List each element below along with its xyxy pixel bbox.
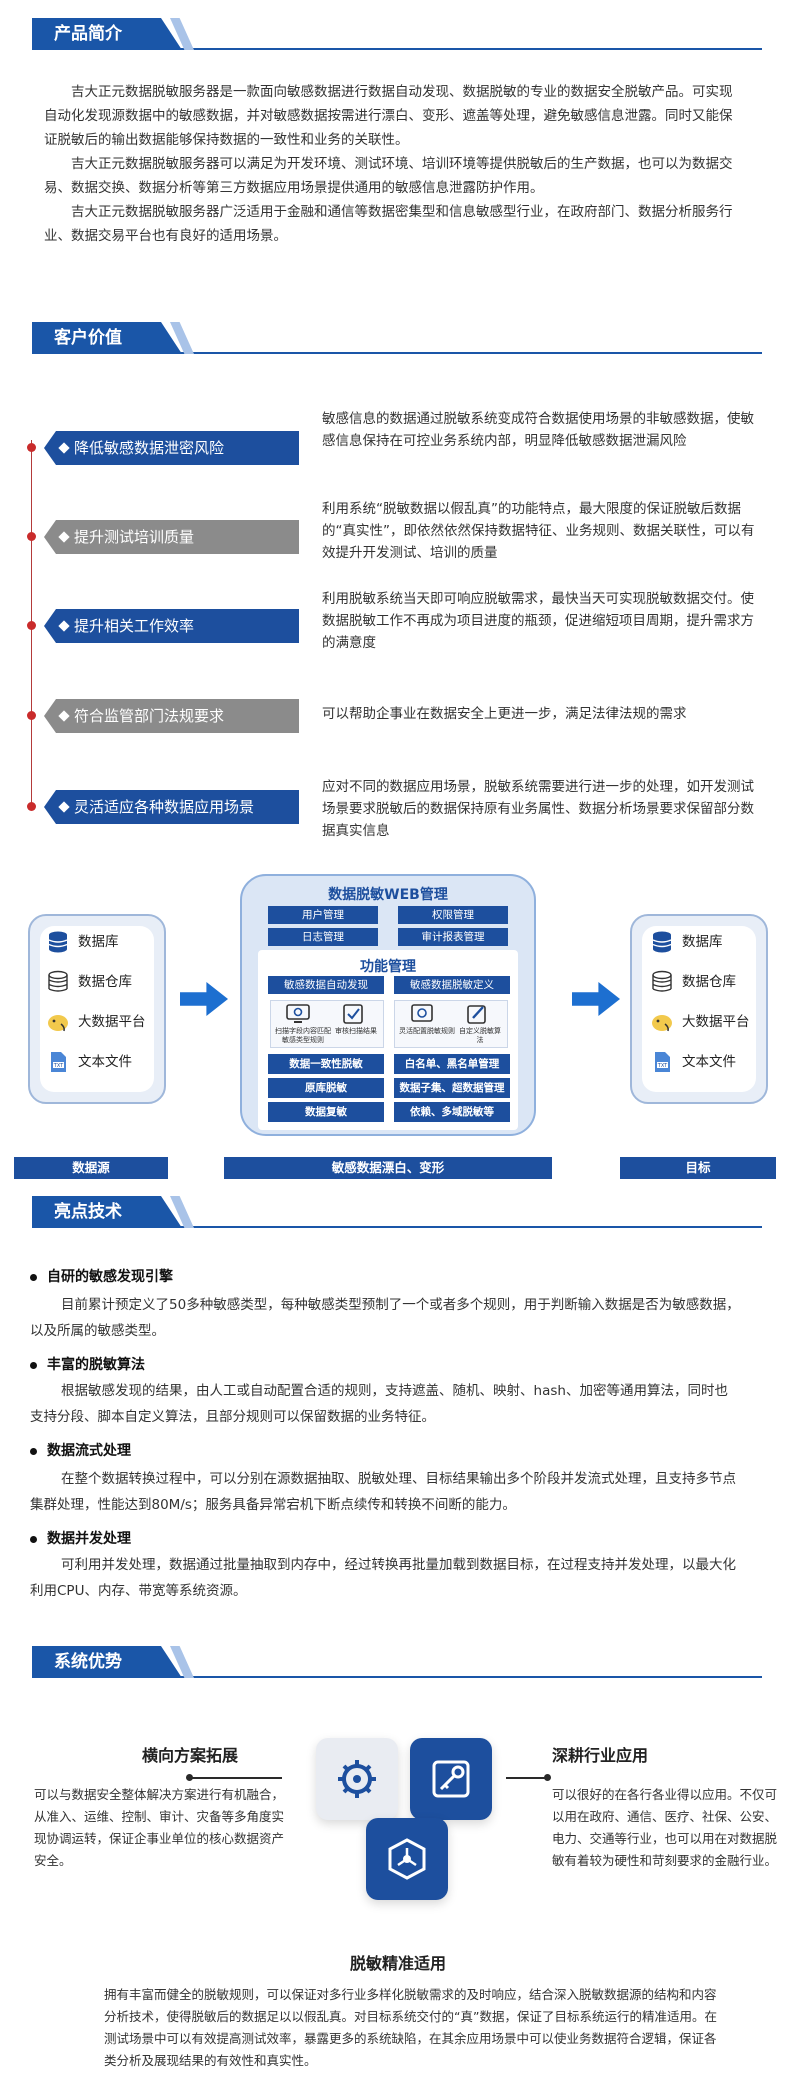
- checklist-icon: [343, 1004, 363, 1024]
- web-manage-title: 数据脱敏WEB管理: [328, 887, 448, 903]
- intro-paragraph-1: 吉大正元数据脱敏服务器是一款面向敏感数据进行数据自动发现、数据脱敏的专业的数据安…: [44, 84, 733, 148]
- source-bigdata: 大数据平台: [46, 1010, 146, 1034]
- adv-tile-target: [366, 1818, 448, 1900]
- value-tag-5: 灵活适应各种数据应用场景: [44, 790, 299, 824]
- value-desc-5: 应对不同的数据应用场景，脱敏系统需要进行进一步的处理，如开发测试场景要求脱敏后的…: [322, 779, 754, 839]
- timeline-dot: [27, 711, 36, 720]
- warehouse-icon: [652, 970, 672, 992]
- section-header-intro: 产品简介: [32, 18, 762, 50]
- flow-arrow-icon: [572, 982, 620, 1016]
- section-header-tech: 亮点技术: [32, 1196, 762, 1228]
- mask-definition-tab: 敏感数据脱敏定义: [394, 976, 510, 994]
- mask-bar: 敏感数据漂白、变形: [224, 1157, 552, 1179]
- tech-title-4: 数据并发处理: [30, 1528, 131, 1548]
- timeline-dot: [27, 802, 36, 811]
- adv-tile-gear: [316, 1738, 398, 1820]
- multi-domain-button: 依赖、多域脱敏等: [394, 1102, 510, 1122]
- source-warehouse: 数据仓库: [46, 970, 132, 994]
- target-bar: 目标: [620, 1157, 776, 1179]
- value-desc-1: 敏感信息的数据通过脱敏系统变成符合数据使用场景的非敏感数据，使敏感信息保持在可控…: [322, 411, 754, 449]
- section-header-value: 客户价值: [32, 322, 762, 354]
- section-title: 亮点技术: [32, 1196, 182, 1228]
- origin-mask-button: 原库脱敏: [268, 1078, 384, 1098]
- adv-left-text: 可以与数据安全整体解决方案进行有机融合，从准入、运维、控制、审计、灾备等多角度实…: [34, 1787, 285, 1868]
- adv-right-title: 深耕行业应用: [552, 1746, 649, 1765]
- adv-left-title: 横向方案拓展: [142, 1746, 239, 1765]
- source-database: 数据库: [46, 930, 119, 954]
- section-title: 产品简介: [32, 18, 182, 50]
- value-tag-4: 符合监管部门法规要求: [44, 699, 299, 733]
- remask-button: 数据复敏: [268, 1102, 384, 1122]
- tech-title-3: 数据流式处理: [30, 1440, 131, 1460]
- database-icon: [652, 931, 672, 953]
- audit-report-button: 审计报表管理: [398, 928, 508, 946]
- whitelist-button: 白名单、黑名单管理: [394, 1054, 510, 1074]
- target-bigdata: 大数据平台: [650, 1010, 750, 1034]
- section-title: 客户价值: [32, 322, 182, 354]
- user-manage-button: 用户管理: [268, 906, 378, 924]
- permission-manage-button: 权限管理: [398, 906, 508, 924]
- log-manage-button: 日志管理: [268, 928, 378, 946]
- warehouse-icon: [48, 970, 68, 992]
- tech-title-1: 自研的敏感发现引擎: [30, 1266, 173, 1286]
- target-warehouse: 数据仓库: [650, 970, 736, 994]
- intro-paragraph-2: 吉大正元数据脱敏服务器可以满足为开发环境、测试环境、培训环境等提供脱敏后的生产数…: [44, 156, 733, 196]
- file-icon: TXT: [655, 1052, 670, 1072]
- tech-text-1: 目前累计预定义了50多种敏感类型，每种敏感类型预制了一个或者多个规则，用于判断输…: [30, 1297, 740, 1339]
- svg-text:TXT: TXT: [53, 1063, 64, 1069]
- adv-bottom-text: 拥有丰富而健全的脱敏规则，可以保证对多行业多样化脱敏需求的及时响应，结合深入脱敏…: [104, 1987, 717, 2068]
- function-title: 功能管理: [360, 959, 416, 975]
- adv-tile-key: [410, 1738, 492, 1820]
- flow-arrow-icon: [180, 982, 228, 1016]
- timeline-dot: [27, 532, 36, 541]
- adv-bottom-title: 脱敏精准适用: [350, 1954, 447, 1973]
- subset-button: 数据子集、超数据管理: [394, 1078, 510, 1098]
- tech-title-2: 丰富的脱敏算法: [30, 1354, 145, 1374]
- key-icon: [432, 1760, 470, 1798]
- value-desc-4: 可以帮助企事业在数据安全上更进一步，满足法律法规的需求: [322, 706, 687, 722]
- edit-icon: [467, 1005, 486, 1024]
- database-icon: [48, 931, 68, 953]
- tech-text-4: 可利用并发处理，数据通过批量抽取到内存中，经过转换再批量加载到数据目标，在过程支…: [30, 1557, 737, 1599]
- tech-text-3: 在整个数据转换过程中，可以分别在源数据抽取、脱敏处理、目标结果输出多个阶段并发流…: [30, 1471, 737, 1513]
- intro-paragraph-3: 吉大正元数据脱敏服务器广泛适用于金融和通信等数据密集型和信息敏感型行业，在政府部…: [44, 204, 733, 244]
- value-desc-3: 利用脱敏系统当天即可响应脱敏需求，最快当天可实现脱敏数据交付。使数据脱敏工作不再…: [322, 591, 754, 651]
- auto-discovery-tab: 敏感数据自动发现: [268, 976, 384, 994]
- timeline-dot: [27, 621, 36, 630]
- section-header-adv: 系统优势: [32, 1646, 762, 1678]
- tech-text-2: 根据敏感发现的结果，由人工或自动配置合适的规则，支持遮盖、随机、映射、hash、…: [30, 1383, 728, 1425]
- config-icon: [411, 1004, 433, 1022]
- scan-monitor-icon: [286, 1004, 310, 1023]
- value-tag-3: 提升相关工作效率: [44, 609, 299, 643]
- target-database: 数据库: [650, 930, 723, 954]
- value-tag-1: 降低敏感数据泄密风险: [44, 431, 299, 465]
- adv-right-text: 可以很好的在各行各业得以应用。不仅可以用在政府、通信、医疗、社保、公安、电力、交…: [552, 1787, 778, 1868]
- file-icon: TXT: [51, 1052, 66, 1072]
- hexagon-icon: [388, 1838, 426, 1880]
- hadoop-elephant-icon: [652, 1015, 672, 1032]
- timeline-dot: [27, 443, 36, 452]
- value-tag-2: 提升测试培训质量: [44, 520, 299, 554]
- consistent-mask-button: 数据一致性脱敏: [268, 1054, 384, 1074]
- svg-text:TXT: TXT: [657, 1063, 668, 1069]
- gear-icon: [338, 1760, 376, 1798]
- value-desc-2: 利用系统“脱敏数据以假乱真”的功能特点，最大限度的保证脱敏后数据的“真实性”，即…: [322, 501, 755, 561]
- section-title: 系统优势: [32, 1646, 182, 1678]
- hadoop-elephant-icon: [48, 1015, 68, 1032]
- source-bar: 数据源: [14, 1157, 168, 1179]
